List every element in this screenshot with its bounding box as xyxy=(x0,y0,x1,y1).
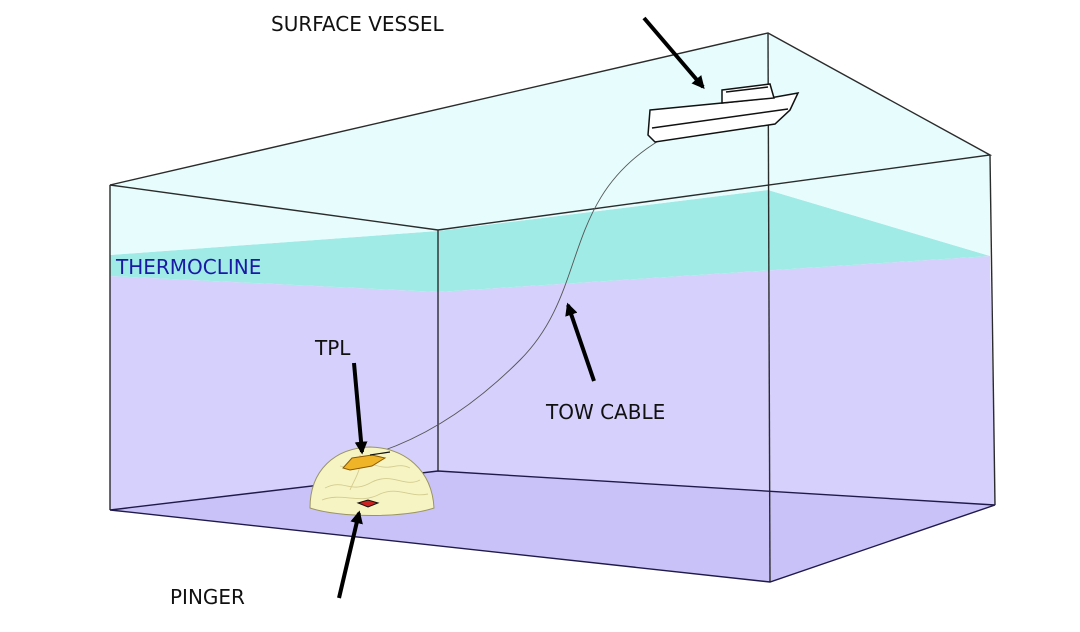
surface-vessel-icon xyxy=(647,83,800,143)
tow-cable-arrow xyxy=(565,302,596,382)
tow-cable-label: TOW CABLE xyxy=(545,400,665,424)
tpl-arrow xyxy=(352,362,368,455)
seafloor-dome xyxy=(309,446,435,516)
tpl-icon xyxy=(342,451,391,471)
tpl-label: TPL xyxy=(314,336,351,360)
surface-vessel-arrow xyxy=(642,16,705,89)
pinger-icon xyxy=(356,499,380,508)
pinger-arrow xyxy=(337,510,363,599)
thermocline-label: THERMOCLINE xyxy=(115,255,261,279)
tow-cable xyxy=(369,139,661,456)
pinger-label: PINGER xyxy=(170,585,245,609)
thermocline-band xyxy=(110,190,990,292)
surface-vessel-label: SURFACE VESSEL xyxy=(271,12,445,36)
